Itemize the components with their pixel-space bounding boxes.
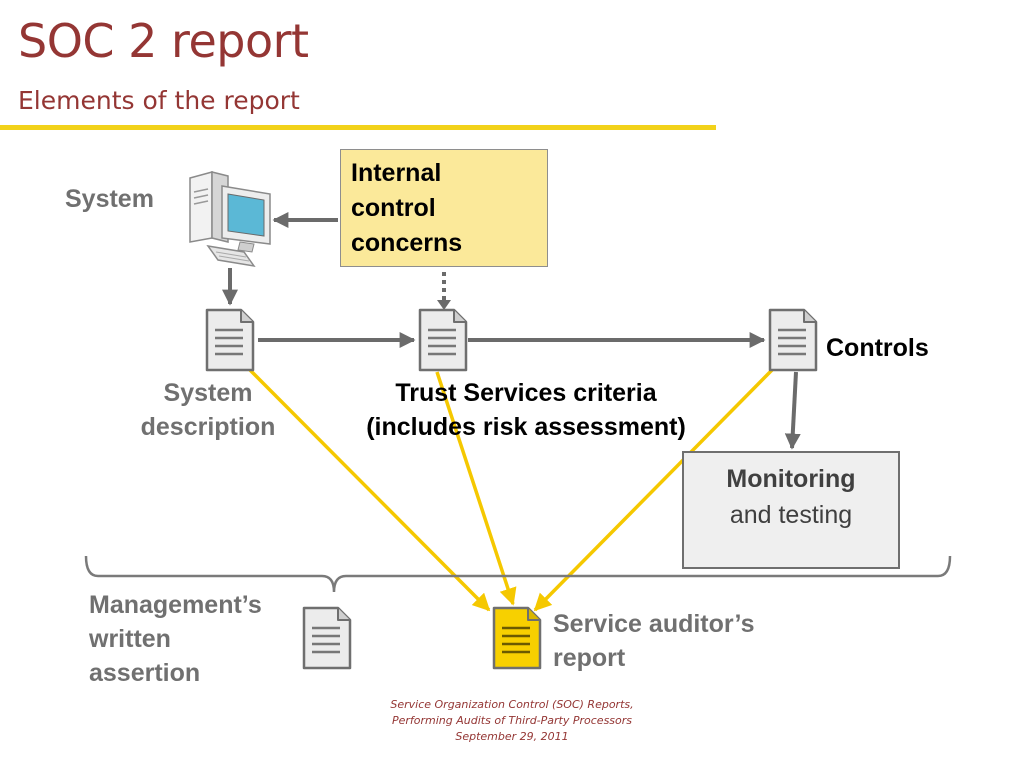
assertion-line-3: assertion: [89, 659, 201, 687]
slide-subtitle: Elements of the report: [18, 86, 300, 115]
dotted-arrowhead: [437, 300, 451, 310]
system-description-label: System description: [128, 376, 288, 444]
criteria-line-2: (includes risk assessment): [366, 413, 686, 441]
concern-line-3: concerns: [351, 229, 463, 257]
slide-title: SOC 2 report: [18, 14, 309, 68]
citation-line-2: Performing Audits of Third-Party Process…: [391, 714, 633, 727]
internal-control-concerns-box: Internal control concerns: [340, 149, 548, 267]
source-citation: Service Organization Control (SOC) Repor…: [312, 697, 712, 745]
testing-label: and testing: [729, 501, 853, 529]
concern-line-2: control: [351, 194, 436, 222]
controls-label: Controls: [826, 334, 929, 362]
report-document-icon: [492, 606, 542, 670]
system-label: System: [65, 185, 154, 213]
auditor-report-line-1: Service auditor’s: [553, 610, 755, 638]
controls-document-icon: [768, 308, 818, 372]
monitoring-and-testing-box: Monitoring and testing: [682, 451, 900, 569]
desktop-computer-icon: [189, 171, 271, 268]
yellow-arrow-criteria-to-report: [435, 371, 517, 606]
scope-bracket: [84, 555, 952, 593]
service-auditor-report-label: Service auditor’s report: [553, 607, 754, 675]
criteria-line-1: Trust Services criteria: [395, 379, 657, 407]
trust-services-criteria-label: Trust Services criteria (includes risk a…: [330, 376, 722, 444]
assertion-document-icon: [302, 606, 352, 670]
system-description-line-2: description: [140, 413, 276, 441]
auditor-report-line-2: report: [553, 644, 626, 672]
system-description-document-icon: [205, 308, 255, 372]
title-divider: [0, 125, 716, 130]
monitoring-label: Monitoring: [726, 465, 856, 493]
citation-line-3: September 29, 2011: [455, 730, 569, 743]
yellow-arrow-controls-to-report: [533, 368, 774, 612]
yellow-arrow-description-to-report: [248, 368, 491, 612]
system-description-line-1: System: [163, 379, 253, 407]
assertion-line-1: Management’s: [89, 591, 262, 619]
concern-line-1: Internal: [351, 159, 442, 187]
assertion-line-2: written: [89, 625, 171, 653]
criteria-document-icon: [418, 308, 468, 372]
management-assertion-label: Management’s written assertion: [89, 588, 262, 690]
arrow-controls-to-monitoring: [784, 371, 801, 450]
citation-line-1: Service Organization Control (SOC) Repor…: [390, 698, 634, 711]
